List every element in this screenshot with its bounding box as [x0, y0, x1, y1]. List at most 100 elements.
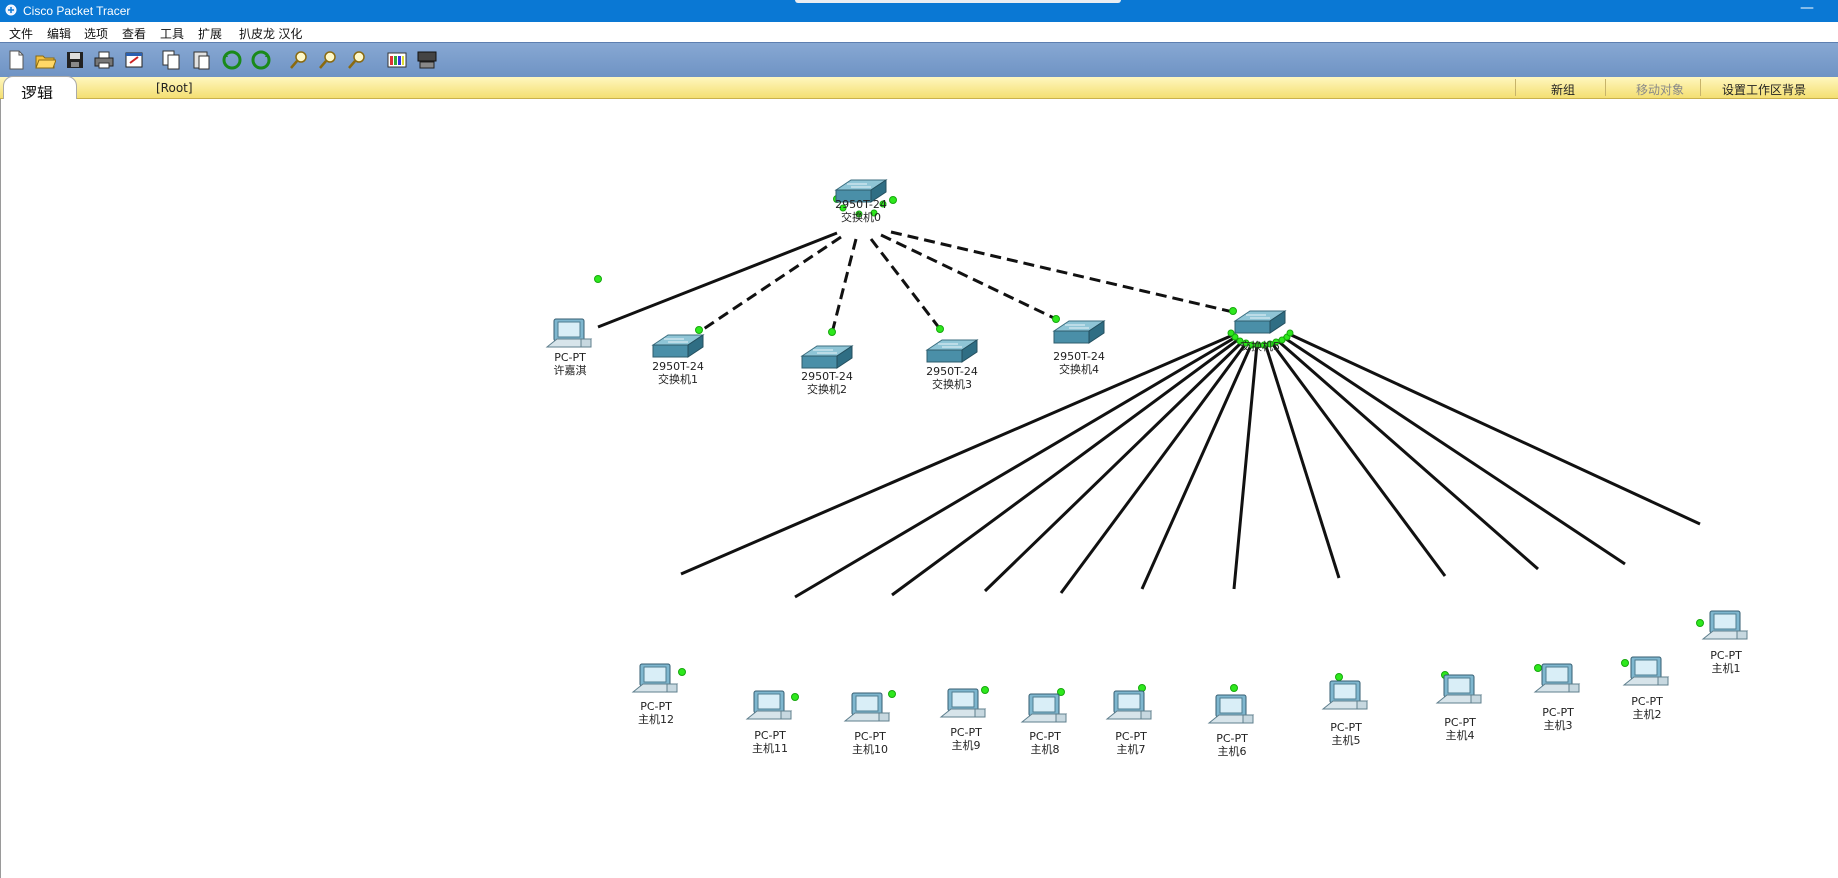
switch3-name: 交换机3	[932, 377, 972, 391]
move-object-button[interactable]: 移动对象	[1636, 83, 1685, 97]
switch0[interactable]: 2950T-24 交换机0	[835, 179, 887, 224]
host8-model: PC-PT	[1029, 730, 1061, 743]
print-icon[interactable]	[93, 49, 115, 71]
link-host10[interactable]	[891, 337, 1240, 597]
menu-tools[interactable]: 工具	[160, 27, 185, 41]
set-background-button[interactable]: 设置工作区背景	[1722, 83, 1807, 97]
main-toolbar	[0, 42, 1838, 78]
host10-model: PC-PT	[854, 730, 886, 743]
switch5-name: 交换机5	[1240, 339, 1280, 353]
switch4-name: 交换机4	[1059, 362, 1099, 376]
menu-extensions[interactable]: 扩展	[198, 27, 223, 41]
pc-xjq[interactable]: PC-PT 许嘉淇	[546, 318, 592, 377]
new-cluster-button[interactable]: 新组	[1551, 83, 1576, 97]
link-host12[interactable]	[680, 333, 1234, 576]
zoom-reset-icon[interactable]	[317, 49, 339, 71]
host2-name: 主机2	[1633, 707, 1662, 721]
host9[interactable]: PC-PT 主机9	[940, 688, 986, 752]
packet-tracer-app-icon	[5, 4, 17, 16]
switch1-name: 交换机1	[658, 372, 698, 386]
switch2-name: 交换机2	[807, 382, 847, 396]
link-host9[interactable]	[983, 339, 1245, 593]
open-icon[interactable]	[34, 49, 57, 71]
link-host2[interactable]	[1282, 335, 1626, 566]
menu-edit[interactable]: 编辑	[47, 27, 72, 41]
custom-device-icon[interactable]	[416, 49, 438, 71]
host11-model: PC-PT	[754, 729, 786, 742]
switch1-model: 2950T-24	[652, 360, 704, 373]
link-switch0-switch4[interactable]	[880, 233, 1057, 321]
link-host8[interactable]	[1059, 341, 1249, 594]
host11[interactable]: PC-PT 主机11	[746, 690, 792, 755]
window-title: Cisco Packet Tracer	[23, 4, 131, 18]
link-host6[interactable]	[1232, 343, 1259, 590]
menu-file[interactable]: 文件	[9, 27, 34, 41]
minimize-button[interactable]: —	[1800, 0, 1814, 16]
zoom-out-icon[interactable]	[346, 49, 368, 71]
switch5[interactable]: 交换机5	[1234, 310, 1286, 353]
divider	[1700, 79, 1701, 96]
switch3[interactable]: 2950T-24 交换机3	[926, 339, 978, 391]
new-icon[interactable]	[5, 49, 27, 71]
switch3-model: 2950T-24	[926, 365, 978, 378]
zoom-in-icon[interactable]	[288, 49, 310, 71]
menu-localize[interactable]: 扒皮龙 汉化	[239, 27, 303, 41]
logical-workspace[interactable]: 2950T-24 交换机0 2950T-24 交换机1 2950T-24 交换机…	[0, 99, 1838, 878]
save-icon[interactable]	[64, 49, 86, 71]
activity-wizard-icon[interactable]	[123, 49, 145, 71]
host12[interactable]: PC-PT 主机12	[632, 663, 678, 726]
palette-icon[interactable]	[386, 49, 408, 71]
copy-icon[interactable]	[160, 49, 182, 71]
host1[interactable]: PC-PT 主机1	[1702, 610, 1748, 675]
host7[interactable]: PC-PT 主机7	[1106, 690, 1152, 756]
menu-options[interactable]: 选项	[84, 27, 109, 41]
host6-model: PC-PT	[1216, 732, 1248, 745]
host3-name: 主机3	[1544, 718, 1573, 732]
undo-icon[interactable]	[221, 49, 243, 71]
link-host1[interactable]	[1288, 332, 1701, 526]
host4-name: 主机4	[1446, 728, 1475, 742]
host3[interactable]: PC-PT 主机3	[1534, 663, 1580, 732]
host5-model: PC-PT	[1330, 721, 1362, 734]
link-host11[interactable]	[794, 335, 1237, 599]
root-breadcrumb[interactable]: [Root]	[156, 81, 193, 95]
divider	[1515, 79, 1516, 96]
host5[interactable]: PC-PT 主机5	[1322, 680, 1368, 747]
link-host4[interactable]	[1269, 341, 1447, 577]
paste-icon[interactable]	[190, 49, 212, 71]
host11-name: 主机11	[752, 741, 788, 755]
redo-icon[interactable]	[250, 49, 272, 71]
links-switch0	[597, 230, 1234, 334]
menu-view[interactable]: 查看	[122, 27, 147, 41]
link-switch0-switch3[interactable]	[869, 238, 942, 330]
switch0-model: 2950T-24	[835, 198, 887, 211]
switch0-name: 交换机0	[841, 210, 881, 224]
link-host3[interactable]	[1276, 338, 1539, 571]
host4[interactable]: PC-PT 主机4	[1436, 674, 1482, 742]
host10[interactable]: PC-PT 主机10	[844, 692, 890, 756]
host2[interactable]: PC-PT 主机2	[1623, 656, 1669, 721]
divider	[1605, 79, 1606, 96]
host8-name: 主机8	[1031, 742, 1060, 756]
host2-model: PC-PT	[1631, 695, 1663, 708]
switch4[interactable]: 2950T-24 交换机4	[1053, 320, 1105, 376]
link-switch0-switch5[interactable]	[890, 230, 1234, 314]
switch1[interactable]: 2950T-24 交换机1	[652, 334, 704, 386]
link-host5[interactable]	[1263, 342, 1341, 579]
host4-model: PC-PT	[1444, 716, 1476, 729]
host1-model: PC-PT	[1710, 649, 1742, 662]
host9-model: PC-PT	[950, 726, 982, 739]
link-switch0-xjq[interactable]	[597, 231, 838, 329]
host8[interactable]: PC-PT 主机8	[1021, 693, 1067, 756]
switch4-model: 2950T-24	[1053, 350, 1105, 363]
host7-name: 主机7	[1117, 742, 1146, 756]
pc-xjq-name: 许嘉淇	[554, 363, 587, 377]
switch2[interactable]: 2950T-24 交换机2	[801, 345, 853, 396]
host6-name: 主机6	[1218, 744, 1247, 758]
link-host7[interactable]	[1140, 342, 1254, 590]
link-switch0-switch2[interactable]	[830, 238, 858, 334]
link-switch0-switch1[interactable]	[698, 235, 842, 334]
host6[interactable]: PC-PT 主机6	[1208, 694, 1254, 758]
menu-bar: 文件 编辑 选项 查看 工具 扩展 扒皮龙 汉化	[0, 22, 1838, 42]
switch2-model: 2950T-24	[801, 370, 853, 383]
